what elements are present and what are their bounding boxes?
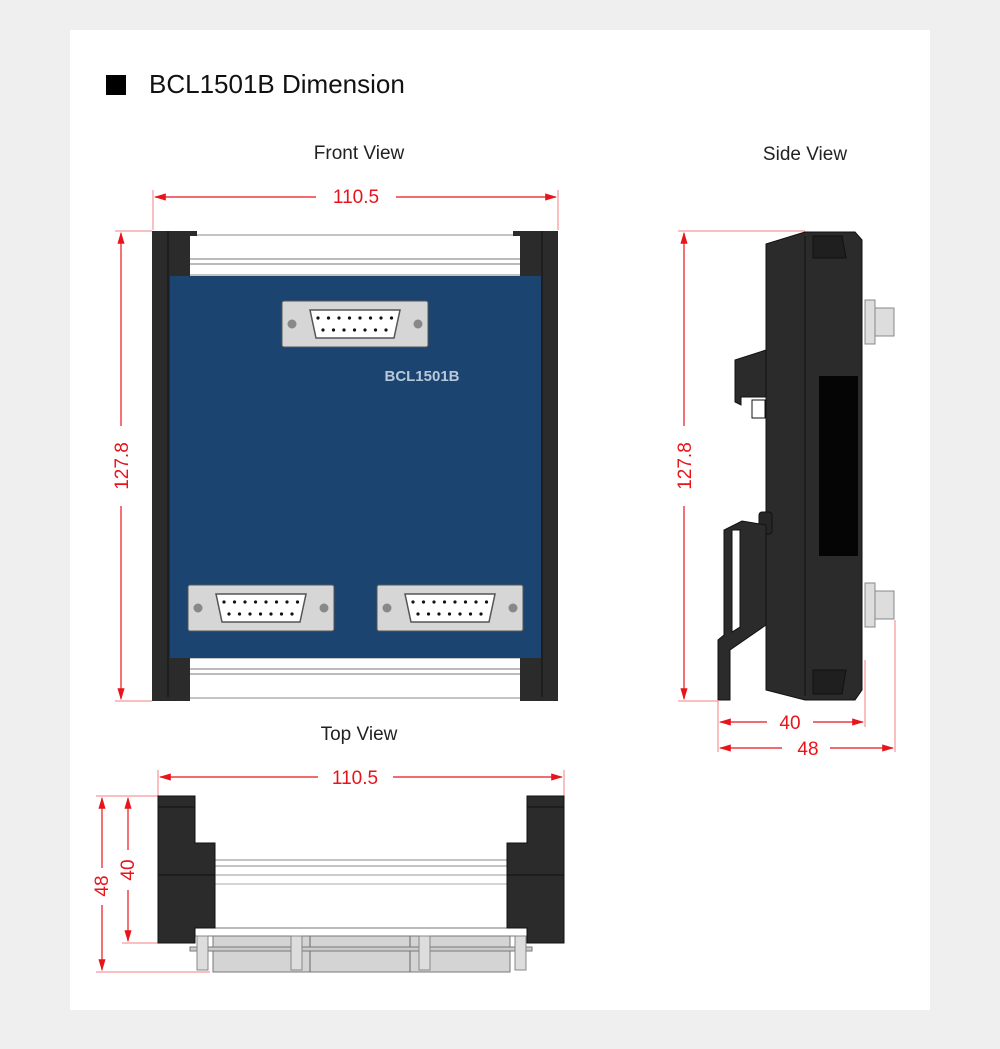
connector-pin bbox=[290, 612, 294, 616]
side-view: Side View 127.8 40 48 bbox=[675, 144, 896, 760]
front-height-dimension: 127.8 bbox=[112, 442, 133, 490]
connector-pin bbox=[432, 600, 436, 604]
connector-pin bbox=[227, 612, 231, 616]
connector-pin bbox=[416, 612, 420, 616]
db15-connector-bottom-right bbox=[376, 584, 524, 632]
connector-pin bbox=[484, 600, 489, 604]
connector-pin bbox=[337, 316, 341, 320]
db15-connector-top bbox=[281, 300, 429, 348]
connector-pin bbox=[264, 600, 268, 604]
connector-pin bbox=[258, 612, 263, 616]
side-height-dimension: 127.8 bbox=[675, 442, 696, 490]
connector-pin bbox=[384, 328, 388, 332]
connector-pin bbox=[326, 316, 331, 320]
connector-pin bbox=[463, 600, 468, 604]
connector-pin bbox=[442, 600, 447, 604]
db15-connector-bottom-left bbox=[187, 584, 335, 632]
connector-pin bbox=[373, 328, 378, 332]
top-width-dimension: 110.5 bbox=[332, 768, 378, 789]
front-width-dimension: 110.5 bbox=[333, 187, 379, 208]
connector-pin bbox=[411, 600, 415, 604]
connector-pin bbox=[368, 316, 373, 320]
connector-pin bbox=[295, 600, 300, 604]
connector-pin bbox=[321, 328, 325, 332]
top-view: Top View 110.5 48 40 bbox=[92, 724, 565, 973]
device-model-label: BCL1501B bbox=[384, 368, 459, 385]
connector-pin bbox=[237, 612, 242, 616]
connector-pin bbox=[437, 612, 441, 616]
connector-pin bbox=[269, 612, 273, 616]
connector-pin bbox=[426, 612, 431, 616]
top-depth-48-dimension: 48 bbox=[92, 875, 113, 896]
page-title: BCL1501B Dimension bbox=[149, 69, 405, 99]
title-bullet-icon bbox=[106, 75, 126, 95]
front-view-label: Front View bbox=[314, 143, 405, 164]
connector-pin bbox=[253, 600, 258, 604]
side-depth-40-dimension: 40 bbox=[779, 713, 800, 734]
connector-pin bbox=[248, 612, 252, 616]
connector-pin bbox=[474, 600, 478, 604]
connector-pin bbox=[232, 600, 237, 604]
connector-pin bbox=[243, 600, 247, 604]
connector-pin bbox=[316, 316, 320, 320]
connector-pin bbox=[331, 328, 336, 332]
connector-pin bbox=[285, 600, 289, 604]
connector-pin bbox=[468, 612, 473, 616]
connector-pin bbox=[342, 328, 346, 332]
connector-pin bbox=[279, 612, 284, 616]
top-depth-40-dimension: 40 bbox=[118, 859, 139, 880]
connector-pin bbox=[389, 316, 394, 320]
side-view-label: Side View bbox=[763, 144, 847, 165]
connector-pin bbox=[379, 316, 383, 320]
connector-pin bbox=[358, 316, 362, 320]
connector-pin bbox=[352, 328, 357, 332]
connector-pin bbox=[274, 600, 279, 604]
connector-pin bbox=[363, 328, 367, 332]
side-depth-48-dimension: 48 bbox=[797, 739, 818, 760]
connector-pin bbox=[222, 600, 226, 604]
connector-pin bbox=[479, 612, 483, 616]
top-view-label: Top View bbox=[321, 724, 398, 745]
front-view: Front View 110.5 127.8 BCL1501B bbox=[112, 143, 559, 702]
connector-pin bbox=[347, 316, 352, 320]
connector-pin bbox=[447, 612, 452, 616]
connector-pin bbox=[458, 612, 462, 616]
connector-pin bbox=[421, 600, 426, 604]
connector-pin bbox=[453, 600, 457, 604]
